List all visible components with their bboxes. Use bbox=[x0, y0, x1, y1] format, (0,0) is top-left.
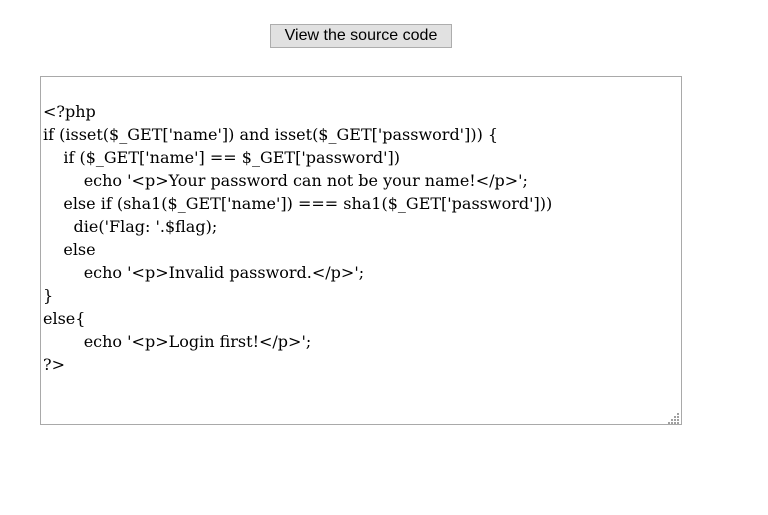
source-code-text: <?php if (isset($_GET['name']) and isset… bbox=[43, 102, 553, 374]
resize-grip-icon[interactable] bbox=[668, 411, 680, 424]
view-source-button[interactable]: View the source code bbox=[270, 24, 452, 48]
source-code-textarea[interactable]: <?php if (isset($_GET['name']) and isset… bbox=[40, 76, 682, 425]
